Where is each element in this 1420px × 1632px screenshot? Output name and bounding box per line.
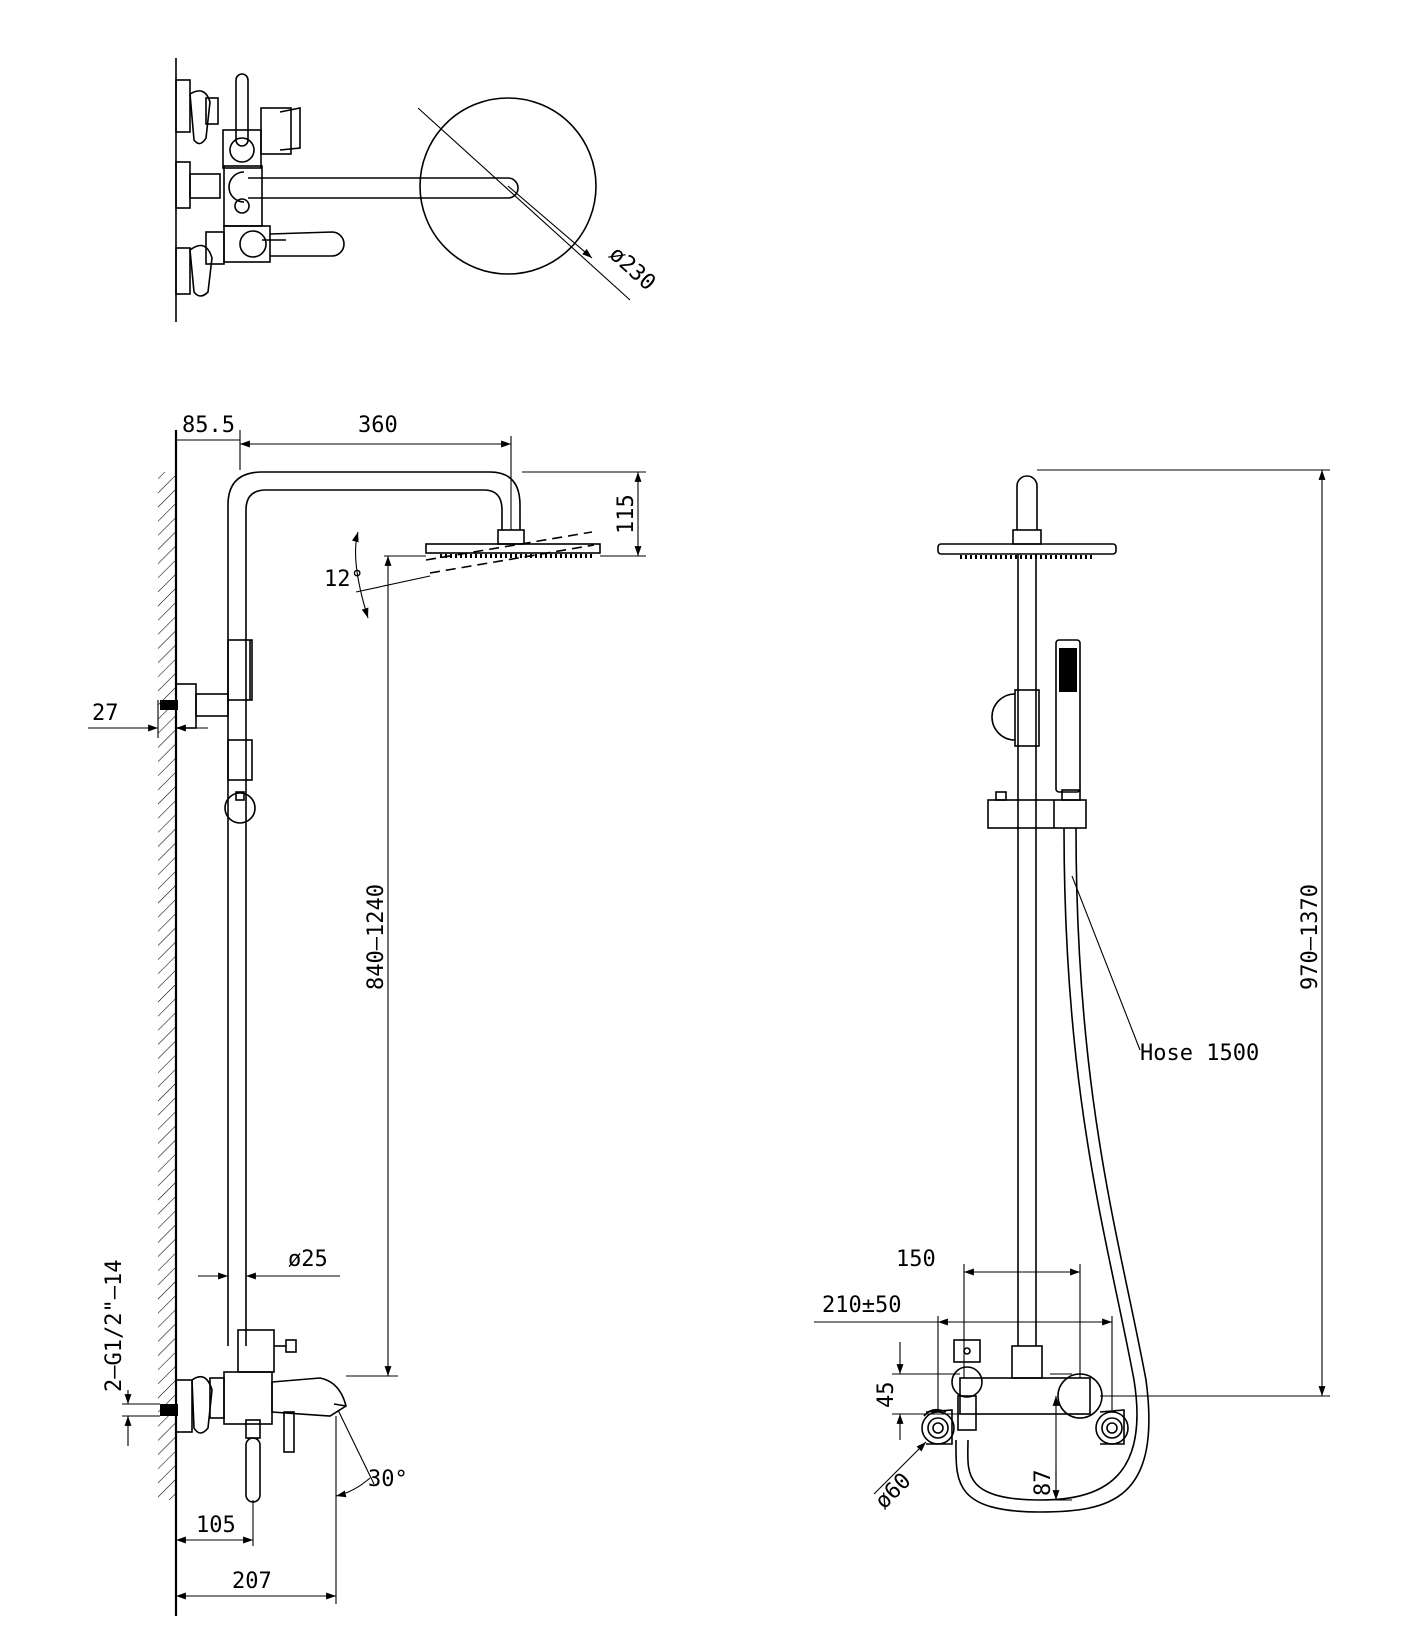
dim-handle-drop: 87 bbox=[1031, 1470, 1056, 1497]
head-plan-circle bbox=[419, 97, 597, 275]
dim-bracket-depth: 27 bbox=[92, 701, 119, 726]
dim-spout-angle: 30° bbox=[368, 1467, 408, 1492]
wall-hatch bbox=[158, 472, 176, 1500]
shower-head-side bbox=[425, 543, 601, 554]
dim-head-height: 840–1240 bbox=[364, 884, 389, 990]
dim-tilt-angle: 12° bbox=[324, 567, 364, 592]
dim-arm-reach: 360 bbox=[358, 413, 398, 438]
side-view: 12° 85.5 360 bbox=[88, 413, 646, 1616]
shower-head-front bbox=[937, 543, 1117, 555]
dim-inlet-centres: 210±50 bbox=[822, 1293, 901, 1318]
hand-shower bbox=[1055, 639, 1081, 793]
dim-mixer-width: 150 bbox=[896, 1247, 936, 1272]
dim-escutcheon-diameter: ø60 bbox=[871, 1468, 917, 1514]
top-view: ø230 bbox=[175, 58, 660, 322]
dim-head-diameter: ø230 bbox=[604, 242, 660, 296]
dim-spout-reach: 207 bbox=[232, 1569, 272, 1594]
dim-pipe-diameter: ø25 bbox=[288, 1247, 328, 1272]
dim-arm-height: 115 bbox=[614, 494, 639, 534]
dim-inlet-thread: 2–G1/2"–14 bbox=[102, 1260, 127, 1392]
dim-wall-offset: 85.5 bbox=[182, 413, 235, 438]
hose-label: Hose 1500 bbox=[1140, 1041, 1259, 1066]
dim-mixer-height: 45 bbox=[874, 1382, 899, 1409]
left-escutcheon bbox=[921, 1411, 955, 1445]
front-view: 970–1370 Hose 1500 150 210±50 45 ø60 87 bbox=[814, 469, 1330, 1514]
dim-lever-offset: 105 bbox=[196, 1513, 236, 1538]
hose bbox=[966, 827, 1138, 1501]
dim-total-height: 970–1370 bbox=[1298, 884, 1323, 990]
